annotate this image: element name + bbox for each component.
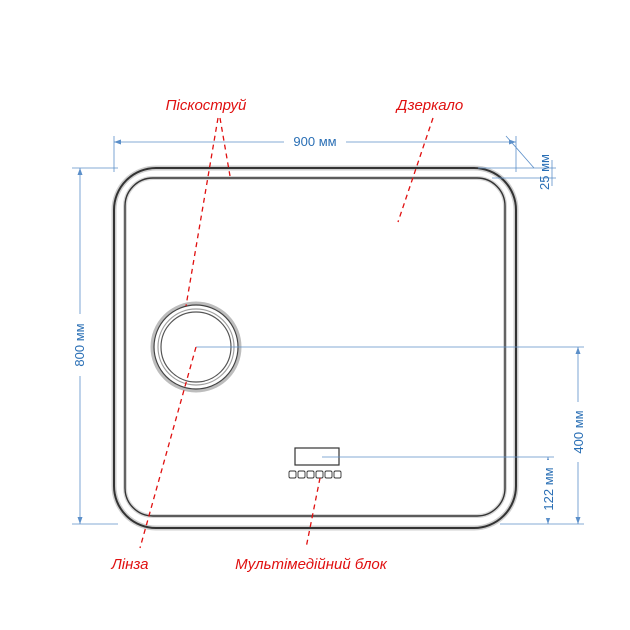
media-height-label: 122 мм [541,467,556,510]
bluetooth-button-icon [297,470,306,479]
mirror-shadow [111,165,519,531]
play-button-icon [306,470,315,479]
width-label: 900 мм [293,134,336,149]
dimension-frame: 25 мм [478,135,556,190]
callout-media-block: Мультімедійний блок [235,477,388,573]
mirror-outer-edge [113,167,517,529]
dimension-height: 800 мм [70,167,118,525]
light-button-icon [315,470,324,479]
lens-label: Лінза [110,556,148,573]
dimension-width: 900 мм [113,132,517,172]
dimension-media-height: 122 мм [322,456,557,524]
media-buttons [288,470,342,479]
mirror-label: Дзеркало [395,97,463,114]
frame-label: 25 мм [537,154,552,190]
height-label: 800 мм [72,323,87,366]
callout-sandblast: Піскоструй [166,97,247,307]
callout-lens: Лінза [110,346,197,573]
media-display [294,447,340,466]
sandblast-label: Піскоструй [166,97,247,114]
dimension-lens-height: 400 мм [196,346,588,525]
media-block-label: Мультімедійний блок [235,556,388,573]
media-block [288,447,342,479]
volume-up-button-icon [333,470,342,479]
power-button-icon [288,470,297,479]
volume-down-button-icon [324,470,333,479]
lens-height-label: 400 мм [571,410,586,453]
mirror-body [111,165,519,531]
callout-mirror: Дзеркало [395,97,463,223]
